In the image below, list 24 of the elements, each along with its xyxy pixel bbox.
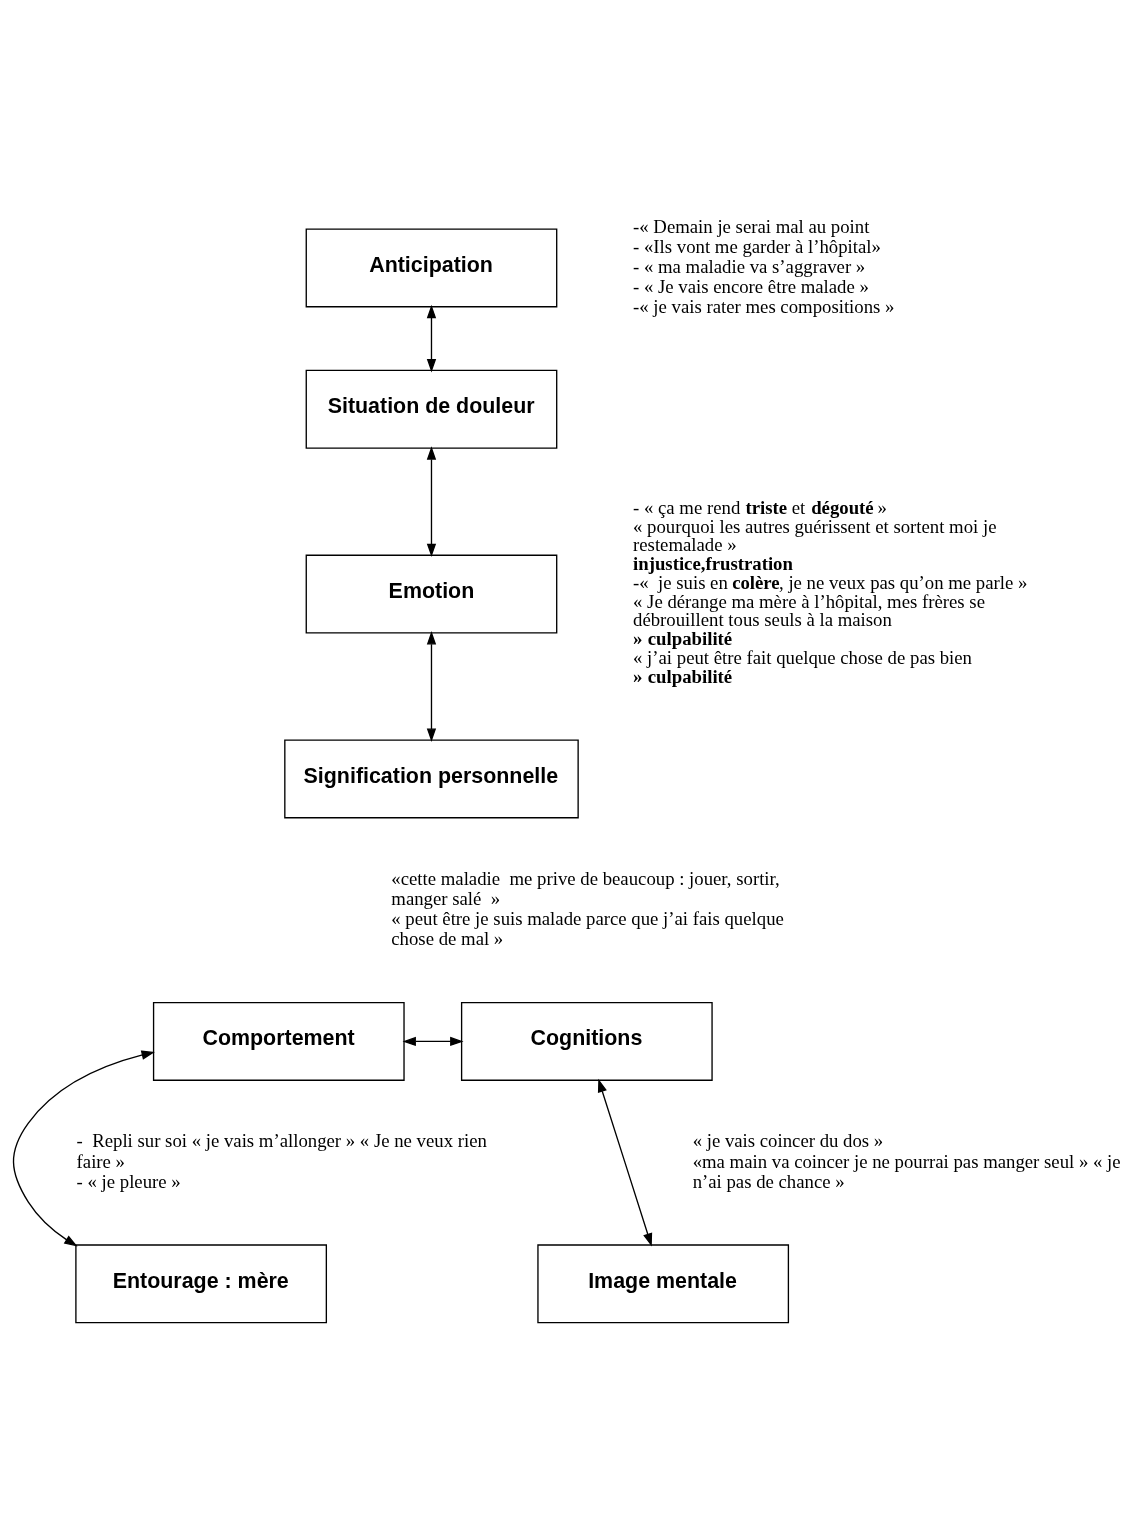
node-box: Emotion — [305, 554, 558, 634]
arrow — [12, 1050, 155, 1247]
arrow — [426, 446, 437, 558]
node-box: Comportement — [152, 1001, 405, 1081]
label: -« je vais rater mes compositions » — [633, 296, 895, 318]
label: - « Je vais encore être malade » — [633, 276, 869, 297]
arrow — [426, 631, 437, 742]
arrow — [402, 1036, 464, 1047]
node-box: Signification personnelle — [284, 739, 579, 819]
node-box: Entourage : mère — [75, 1244, 328, 1324]
arrow — [597, 1078, 653, 1247]
arrow — [426, 304, 437, 373]
node-box: Cognitions — [460, 1001, 713, 1081]
label: - « je pleure » — [76, 1170, 181, 1192]
node-box: Situation de douleur — [305, 369, 558, 449]
label: «ma main va coincer je ne pourrai pas manger seul » « je n’ai pas de chance » — [692, 1150, 1121, 1192]
label: -« Demain je serai mal au point — [633, 215, 870, 237]
label: « je vais coincer du dos » — [692, 1130, 884, 1152]
node-box: Image mentale — [537, 1244, 790, 1324]
label: « peut être je suis malade parce que j’ai fais quelque chose de mal » — [391, 908, 784, 950]
node-box: Anticipation — [305, 228, 558, 308]
label: «cette maladie me prive de beaucoup : jouer, sortir, manger salé » — [391, 867, 780, 910]
label: - Repli sur soi « je vais m’allonger » « Je ne veux rien faire » — [76, 1130, 487, 1172]
label: injustice,frustration — [633, 553, 793, 575]
